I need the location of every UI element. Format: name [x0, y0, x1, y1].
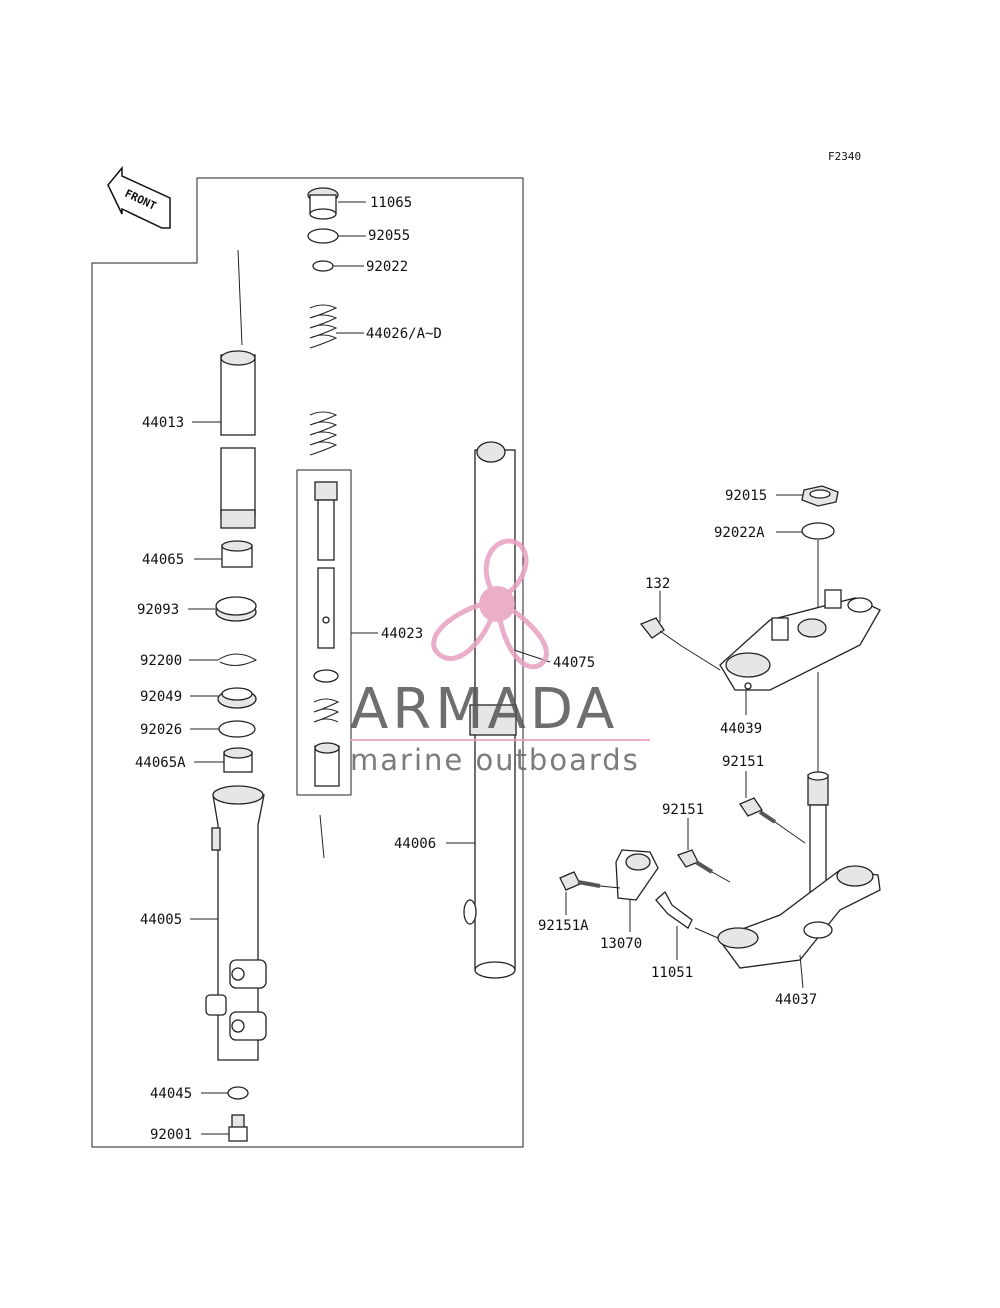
watermark-tagline: marine outboards: [350, 743, 640, 777]
label-132: 132: [645, 576, 670, 592]
washer-92022: [312, 260, 334, 272]
label-44006: 44006: [394, 836, 436, 852]
part-labels: 11065 92055 92022 44026/A~D 44013 44065 …: [135, 195, 817, 1143]
label-11051: 11051: [651, 965, 693, 981]
propeller-logo-icon: [431, 538, 549, 670]
washer-92026: [218, 720, 256, 738]
watermark: ARMADA marine outboards: [350, 538, 650, 777]
label-92015: 92015: [725, 488, 767, 504]
label-92026: 92026: [140, 722, 182, 738]
label-44023: 44023: [381, 626, 423, 642]
label-44065A: 44065A: [135, 755, 186, 771]
bracket-11051: [655, 890, 719, 939]
bolt-92151-upper: [739, 797, 806, 844]
bolt-92151A: [559, 871, 621, 891]
damper-rod-44023: [313, 481, 340, 787]
outer-tube-44005: [205, 785, 267, 1061]
label-92093: 92093: [137, 602, 179, 618]
bushing-44065A: [223, 747, 253, 773]
bolt-92001: [228, 1114, 248, 1142]
bolt-92151-middle: [676, 849, 731, 883]
fork-tube-44006: [463, 441, 517, 979]
label-92151-upper: 92151: [722, 754, 764, 770]
watermark-brand: ARMADA: [350, 677, 618, 742]
dust-seal-92093: [215, 596, 257, 622]
gasket-44045: [227, 1086, 249, 1100]
label-44005: 44005: [140, 912, 182, 928]
label-44065: 44065: [142, 552, 184, 568]
label-44037: 44037: [775, 992, 817, 1008]
leader-lines: [188, 201, 804, 1135]
label-44013: 44013: [142, 415, 184, 431]
label-92151-middle: 92151: [662, 802, 704, 818]
nut-92015: [801, 485, 839, 507]
label-92049: 92049: [140, 689, 182, 705]
spring-44026: [309, 304, 338, 456]
label-92001: 92001: [150, 1127, 192, 1143]
figure-code: F2340: [828, 150, 861, 163]
fork-assembly-outline: [91, 177, 524, 1148]
clip-92200: [217, 653, 258, 666]
lower-bracket-44037: [716, 865, 881, 969]
label-92022A: 92022A: [714, 525, 765, 541]
o-ring-92055: [307, 228, 339, 244]
label-44045: 44045: [150, 1086, 192, 1102]
bolt-132: [639, 617, 721, 671]
label-44039: 44039: [720, 721, 762, 737]
clamp-13070: [615, 849, 659, 901]
bushing-44065: [221, 540, 253, 568]
oil-seal-92049: [217, 687, 257, 709]
front-arrow-icon: FRONT: [107, 165, 171, 229]
label-13070: 13070: [600, 936, 642, 952]
cap-bolt-11065: [307, 187, 339, 220]
washer-92022A: [801, 522, 835, 540]
label-11065: 11065: [370, 195, 412, 211]
label-92022: 92022: [366, 259, 408, 275]
label-44075: 44075: [553, 655, 595, 671]
label-92200: 92200: [140, 653, 182, 669]
label-92151A: 92151A: [538, 918, 589, 934]
label-44026: 44026/A~D: [366, 326, 442, 342]
inner-tube-44013: [220, 249, 256, 529]
upper-bracket-44039: [719, 589, 881, 691]
damper-leader: [319, 814, 325, 859]
label-92055: 92055: [368, 228, 410, 244]
